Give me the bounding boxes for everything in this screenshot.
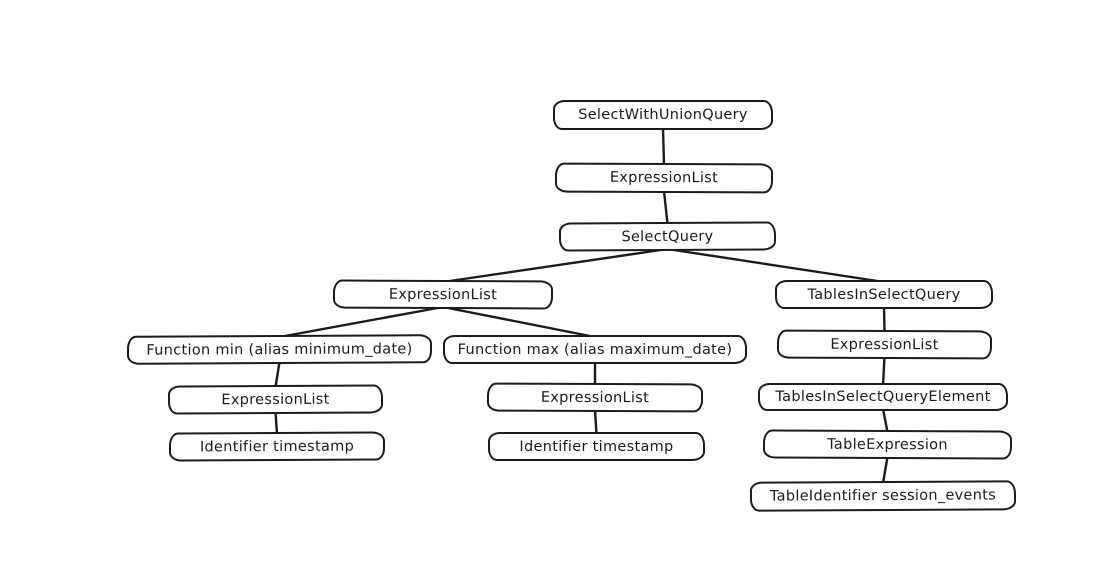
node-label: ExpressionList — [221, 391, 330, 408]
node-expression-list-select: ExpressionList — [332, 279, 554, 310]
node-label: SelectWithUnionQuery — [578, 107, 748, 123]
node-label: TablesInSelectQueryElement — [775, 389, 991, 405]
node-expression-list-max: ExpressionList — [486, 382, 704, 413]
node-label: ExpressionList — [830, 336, 939, 353]
node-label: ExpressionList — [388, 286, 498, 303]
node-label: Identifier timestamp — [519, 438, 674, 455]
node-expression-list-root: ExpressionList — [554, 162, 774, 194]
node-tables-in-select-query: TablesInSelectQuery — [775, 280, 993, 309]
node-table-identifier: TableIdentifier session_events — [749, 480, 1017, 512]
node-label: Function min (alias minimum_date) — [146, 340, 413, 359]
node-function-min: Function min (alias minimum_date) — [126, 334, 433, 365]
node-label: ExpressionList — [609, 169, 719, 187]
node-identifier-timestamp-min: Identifier timestamp — [168, 431, 386, 462]
node-label: ExpressionList — [540, 389, 650, 406]
node-expression-list-tables: ExpressionList — [776, 329, 993, 360]
node-label: Identifier timestamp — [199, 438, 355, 455]
node-label: Function max (alias maximum_date) — [457, 341, 733, 358]
node-label: TableIdentifier session_events — [769, 487, 997, 505]
node-identifier-timestamp-max: Identifier timestamp — [488, 432, 705, 461]
node-expression-list-min: ExpressionList — [167, 384, 384, 415]
node-label: SelectQuery — [621, 228, 714, 245]
node-table-expression: TableExpression — [762, 429, 1013, 460]
node-label: TableExpression — [827, 436, 948, 453]
node-function-max: Function max (alias maximum_date) — [443, 335, 747, 364]
node-select-query: SelectQuery — [558, 221, 777, 252]
node-tables-in-select-query-element: TablesInSelectQueryElement — [758, 383, 1008, 411]
node-select-with-union-query: SelectWithUnionQuery — [553, 100, 773, 130]
node-label: TablesInSelectQuery — [807, 286, 961, 303]
